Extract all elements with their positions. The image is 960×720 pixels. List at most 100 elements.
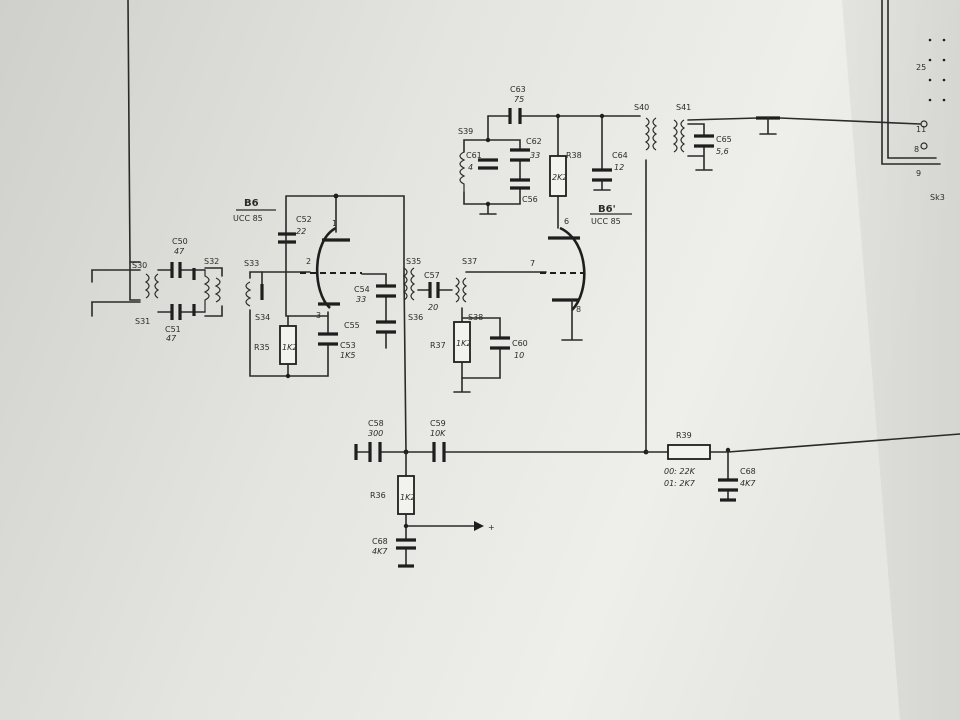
wire-s33 bbox=[249, 271, 329, 377]
cap-c59-ref: C59 bbox=[430, 419, 446, 428]
plus-label: + bbox=[488, 523, 495, 532]
coil-s41 bbox=[672, 119, 678, 153]
connector-pin-11 bbox=[920, 120, 928, 128]
cap-c53-value: 1K5 bbox=[340, 351, 355, 360]
cap-c53 bbox=[318, 332, 338, 346]
coil-s40b bbox=[652, 117, 658, 151]
pin-11: 11 bbox=[916, 125, 926, 134]
cap-c57 bbox=[428, 282, 440, 298]
cap-c64-ref: C64 bbox=[612, 151, 628, 160]
ground-b6p bbox=[561, 299, 583, 341]
cap-c55-ref: C55 bbox=[344, 321, 360, 330]
resistor-r39-value-b: 01: 2K7 bbox=[664, 479, 696, 488]
tube-b6-name: B6 bbox=[244, 198, 259, 209]
coil-s41-label: S41 bbox=[676, 103, 691, 112]
resistor-r37 bbox=[453, 321, 471, 363]
pin-9: 9 bbox=[916, 169, 921, 178]
cap-c60 bbox=[490, 336, 510, 350]
cap-c57-ref: C57 bbox=[424, 271, 440, 280]
wire-s32 bbox=[204, 267, 223, 317]
cap-c52 bbox=[278, 232, 296, 244]
pin-8-connector: 8 bbox=[914, 145, 919, 154]
cap-c51-ref: C51 bbox=[165, 325, 181, 334]
wire-c62-c56 bbox=[487, 139, 521, 205]
junction bbox=[333, 193, 339, 199]
coil-s39-label: S39 bbox=[458, 127, 473, 136]
cap-c54-value: 33 bbox=[356, 295, 366, 304]
connector-dots bbox=[928, 38, 946, 102]
junction bbox=[485, 201, 491, 207]
cap-c52-value: 22 bbox=[296, 227, 306, 236]
junction bbox=[555, 113, 561, 119]
connector-outline-inner bbox=[887, 0, 937, 159]
cap-c59-value: 10K bbox=[430, 429, 446, 438]
cap-c54 bbox=[376, 284, 396, 298]
pin-25: 25 bbox=[916, 63, 926, 72]
wire-center-vertical bbox=[403, 275, 407, 453]
cap-c54-ref: C54 bbox=[354, 285, 370, 294]
resistor-r36 bbox=[397, 475, 415, 515]
junction bbox=[285, 373, 291, 379]
coil-s30-label: S30 bbox=[132, 261, 147, 270]
resistor-r36-ref: R36 bbox=[370, 491, 386, 500]
cap-c52-ref: C52 bbox=[296, 215, 312, 224]
junction bbox=[403, 523, 409, 529]
coil-s35-label: S35 bbox=[406, 257, 421, 266]
resistor-r36-value: 1K2 bbox=[400, 493, 415, 502]
coil-s40-label: S40 bbox=[634, 103, 649, 112]
cap-c51 bbox=[170, 304, 182, 320]
coil-s38 bbox=[462, 277, 468, 303]
cap-c62-ref: C62 bbox=[526, 137, 542, 146]
pin-2: 2 bbox=[306, 257, 311, 266]
cap-c50 bbox=[170, 262, 182, 278]
cap-c68-bottom bbox=[396, 538, 416, 550]
tube-b6-envelope bbox=[315, 226, 337, 309]
cap-c68-right-value: 4K7 bbox=[740, 479, 756, 488]
connector-label: Sk3 bbox=[930, 193, 945, 202]
antenna-input-top bbox=[91, 269, 141, 283]
cap-c59 bbox=[432, 442, 446, 462]
cap-c56-ref: C56 bbox=[522, 195, 538, 204]
cap-c55 bbox=[376, 320, 396, 334]
resistor-r35-value: 1K2 bbox=[282, 343, 297, 352]
ground-r37 bbox=[453, 377, 471, 393]
coil-s37-label: S37 bbox=[462, 257, 477, 266]
cap-c61-value: 4 bbox=[468, 163, 473, 172]
coil-s30 bbox=[144, 273, 150, 299]
arrow-plus bbox=[474, 521, 484, 531]
pin-8: 8 bbox=[576, 305, 581, 314]
wire-s39 bbox=[463, 115, 497, 215]
cap-c50-value: 47 bbox=[174, 247, 185, 256]
cap-c58-ref: C58 bbox=[368, 419, 384, 428]
coil-s37 bbox=[454, 277, 460, 303]
coil-s41b bbox=[680, 119, 686, 153]
cap-c63-value: 75 bbox=[514, 95, 524, 104]
cap-c53-ref: C53 bbox=[340, 341, 356, 350]
tube-b6p-envelope bbox=[559, 226, 586, 311]
resistor-r38-value: 2K2 bbox=[552, 173, 567, 182]
coil-s39 bbox=[459, 151, 466, 192]
cap-c68-bottom-ref: C68 bbox=[372, 537, 388, 546]
wire-c64 bbox=[593, 115, 611, 191]
junction bbox=[485, 137, 491, 143]
coil-s31 bbox=[154, 273, 160, 299]
wire-to-connector bbox=[779, 117, 921, 125]
coil-s32 bbox=[203, 270, 210, 312]
cap-c60-value: 10 bbox=[514, 351, 524, 360]
resistor-r38-ref: R38 bbox=[566, 151, 582, 160]
wire-c52 bbox=[285, 241, 329, 317]
ground-output bbox=[759, 117, 777, 135]
cap-c64-value: 12 bbox=[614, 163, 624, 172]
resistor-r39-value-a: 00: 22K bbox=[664, 467, 696, 476]
cap-c63-ref: C63 bbox=[510, 85, 526, 94]
antenna-input-bottom bbox=[91, 301, 141, 317]
junction bbox=[599, 113, 605, 119]
coil-s33 bbox=[245, 281, 252, 307]
cap-c68-right bbox=[718, 478, 738, 492]
page-shadow bbox=[842, 0, 960, 720]
connector-outline bbox=[881, 0, 941, 165]
cap-c61 bbox=[478, 158, 498, 170]
coil-s31-label: S31 bbox=[135, 317, 150, 326]
